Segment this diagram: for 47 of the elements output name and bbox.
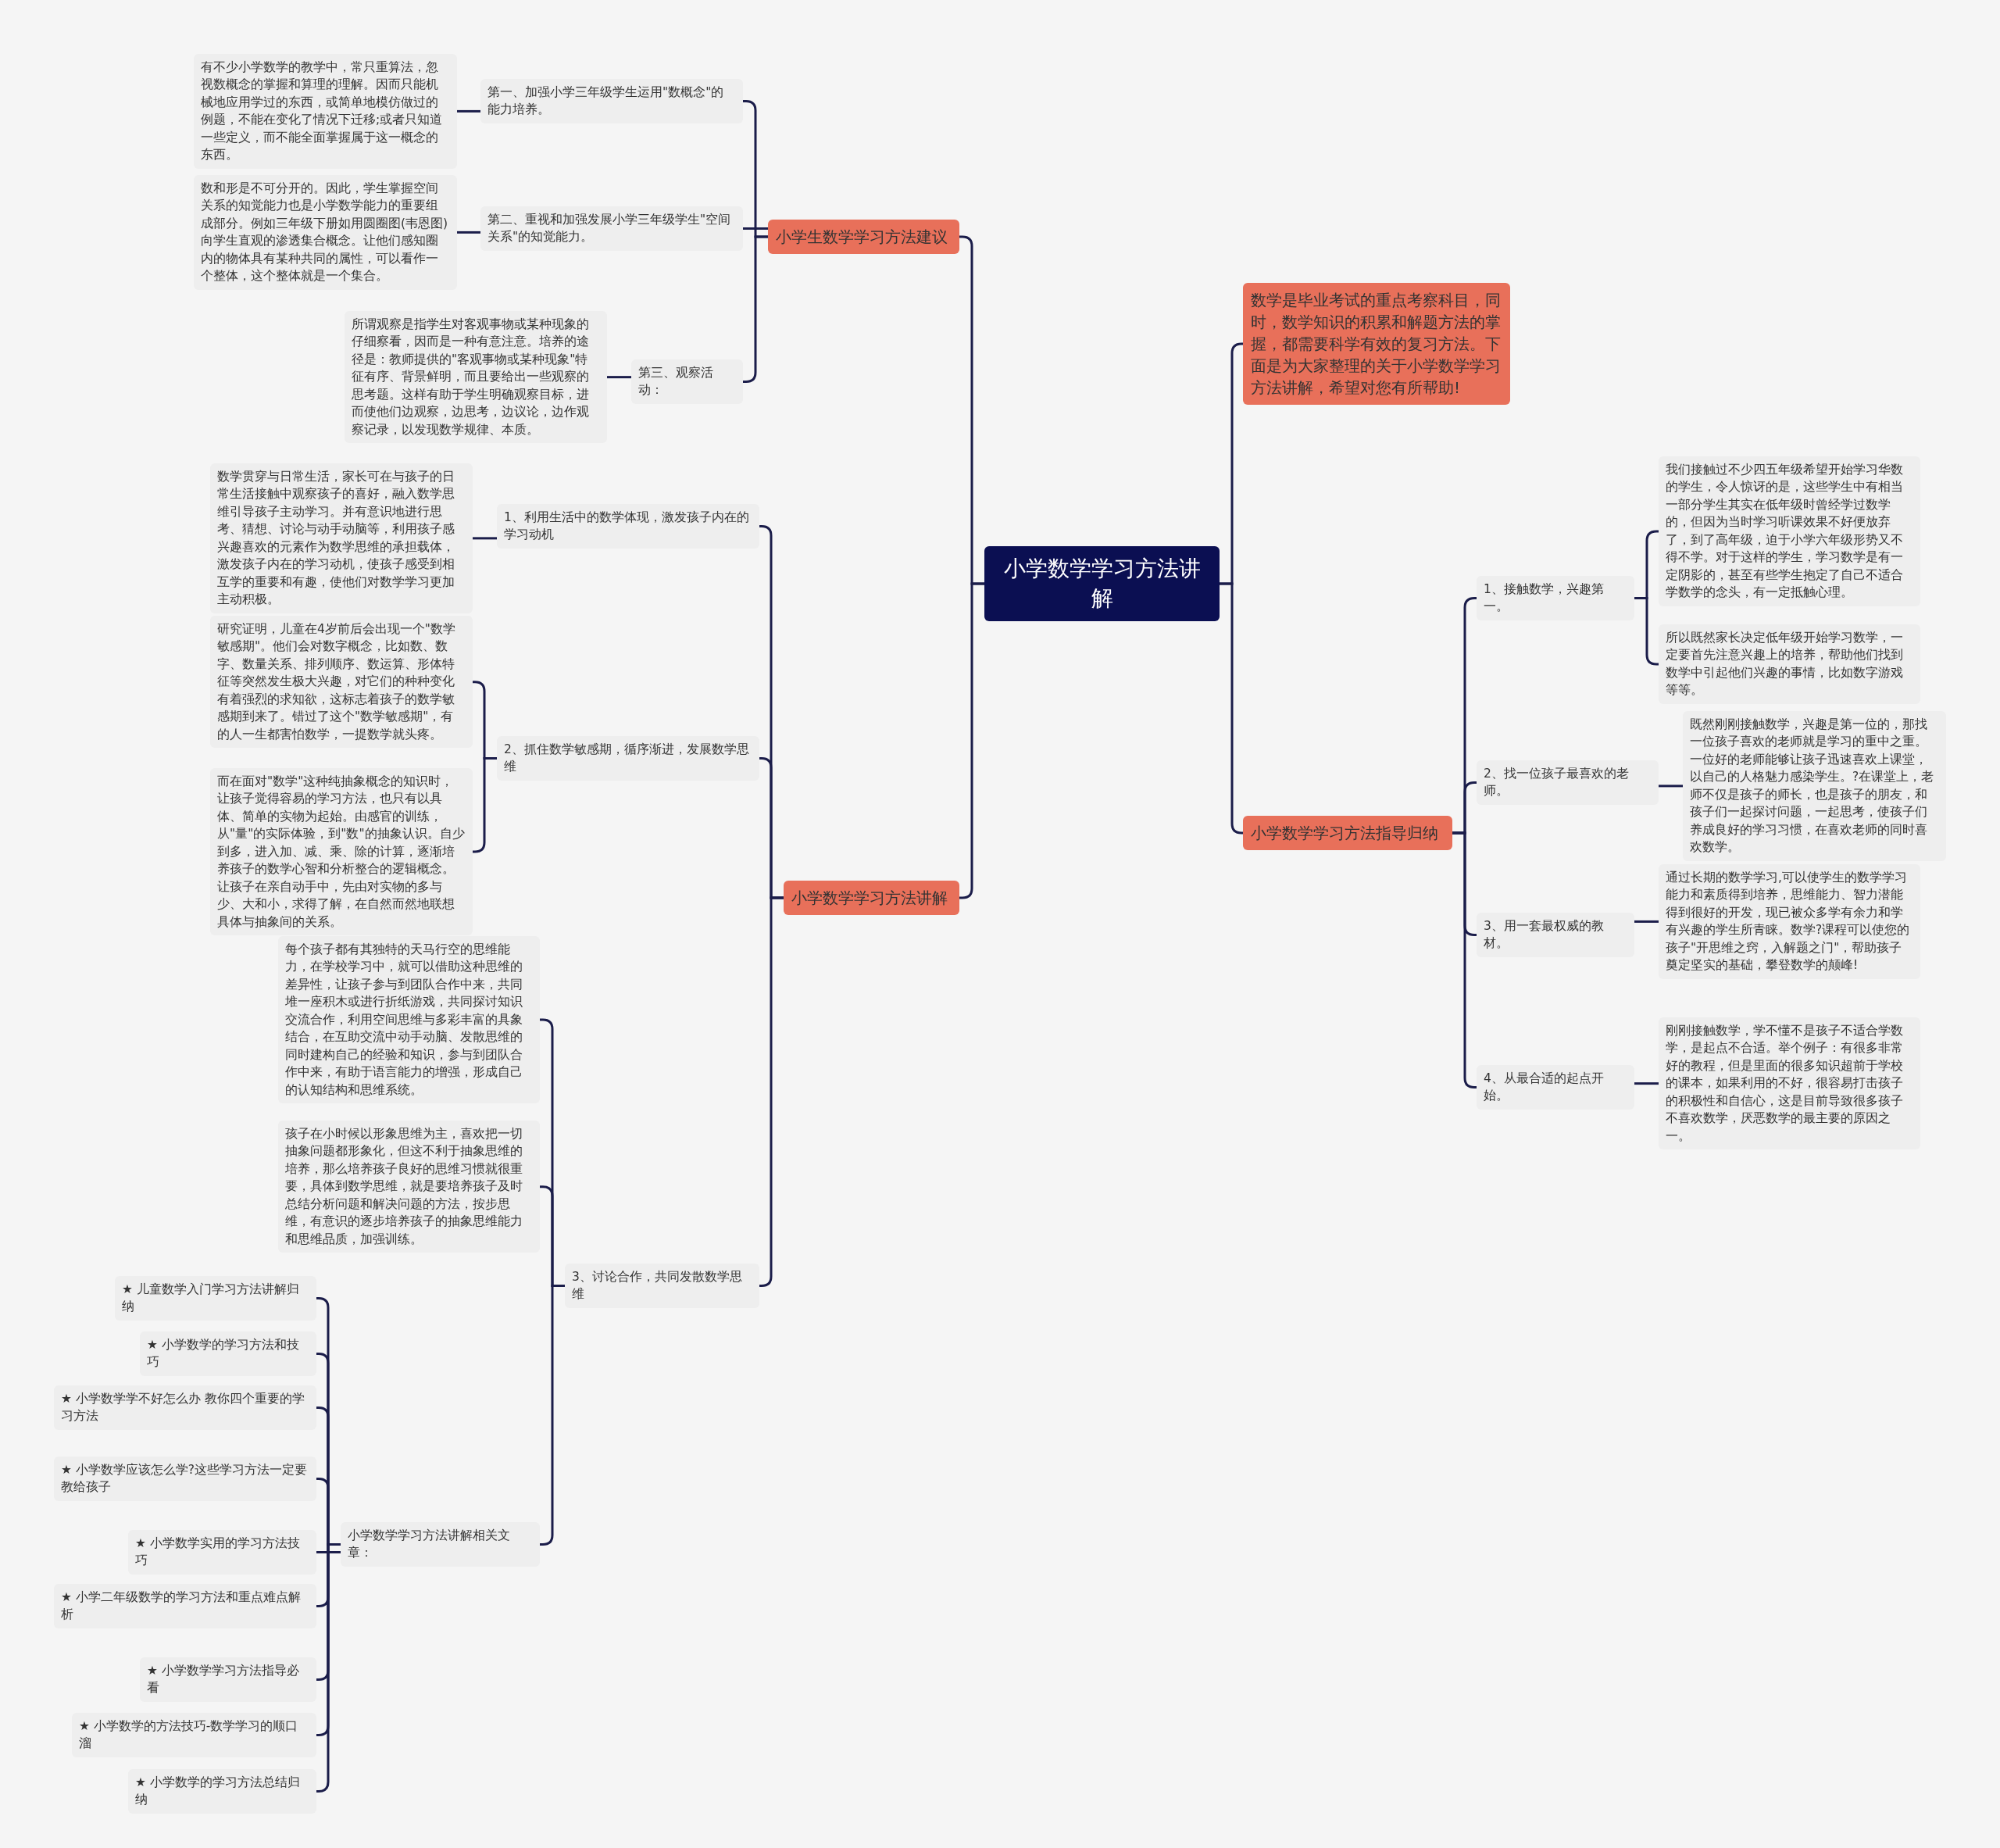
branch-topic: 小学数学学习方法讲解	[784, 881, 959, 915]
text-box: 研究证明，儿童在4岁前后会出现一个"数学敏感期"。他们会对数字概念，比如数、数字、数量关系、排列顺序、数运算、形体特征等突然发生极大兴趣，对它们的种种变化有着强烈的求知欲，这标志着孩子的数学敏感期到来了。错过了这个"数学敏感期"，有的人一生都害怕数学，一提数学就头疼。	[210, 616, 473, 749]
text-box: 通过长期的数学学习,可以使学生的数学学习能力和素质得到培养，思维能力、智力潜能得到很好的开发，现已被众多学有余力和学有兴趣的学生所青睐。数学?课程可以使您的孩子"开思维之窍，入解题之门"，帮助孩子奠定坚实的基础，攀登数学的颠峰!	[1659, 864, 1920, 979]
text-box: 2、找一位孩子最喜欢的老师。	[1477, 760, 1659, 805]
text-box: 3、用一套最权威的教材。	[1477, 913, 1634, 957]
text-box: ★ 小学数学实用的学习方法技巧	[128, 1530, 316, 1575]
text-box: 有不少小学数学的教学中，常只重算法，忽视数概念的掌握和算理的理解。因而只能机械地应用学过的东西，或简单地模仿做过的例题，不能在变化了情况下迁移;或者只知道一些定义，而不能全面掌握属于这一概念的东西。	[194, 54, 457, 169]
text-box: ★ 小学二年级数学的学习方法和重点难点解析	[54, 1584, 316, 1628]
text-box: ★ 小学数学的方法技巧-数学学习的顺口溜	[72, 1713, 316, 1757]
text-box: 而在面对"数学"这种纯抽象概念的知识时，让孩子觉得容易的学习方法，也只有以具体、简单的实物为起始。由感官的训练，从"量"的实际体验，到"数"的抽象认识。自少到多，进入加、减、乘、除的计算，逐渐培养孩子的数学心智和分析整合的逻辑概念。让孩子在亲自动手中，先由对实物的多与少、大和小，求得了解，在自然而然地联想具体与抽象间的关系。	[210, 768, 473, 936]
central-topic: 小学数学学习方法讲解	[984, 546, 1220, 621]
connector-line	[1659, 785, 1683, 788]
text-box: 孩子在小时候以形象思维为主，喜欢把一切抽象问题都形象化，但这不利于抽象思维的培养，那么培养孩子良好的思维习惯就很重要，具体到数学思维，就是要培养孩子及时总结分析问题和解决问题的方法，按步思维，有意识的逐步培养孩子的抽象思维能力和思维品质，加强训练。	[278, 1121, 540, 1253]
text-box: 数学贯穿与日常生活，家长可在与孩子的日常生活接触中观察孩子的喜好，融入数学思维引导孩子主动学习。并有意识地进行思考、猜想、讨论与动手动脑等，利用孩子感兴趣喜欢的元素作为数学思维的承担载体，激发孩子内在的学习动机，使孩子感受到相互学的重要和有趣，使他们对数学学习更加主动积极。	[210, 463, 473, 613]
text-box: ★ 小学数学的学习方法总结归纳	[128, 1769, 316, 1814]
text-box: 刚刚接触数学，学不懂不是孩子不适合学数学，是起点不合适。举个例子：有很多非常好的教程，但是里面的很多知识超前于学校的课本，如果利用的不好，很容易打击孩子的积极性和自信心，这是目前导致很多孩子不喜欢数学，厌恶数学的最主要的原因之一。	[1659, 1017, 1920, 1150]
text-box: 第三、观察活动：	[631, 359, 743, 404]
connector-line	[457, 231, 480, 234]
text-box: 小学数学学习方法讲解相关文章：	[341, 1522, 540, 1567]
text-box: 每个孩子都有其独特的天马行空的思维能力，在学校学习中，就可以借助这种思维的差异性，让孩子参与到团队合作中来，共同堆一座积木或进行折纸游戏，共同探讨知识交流合作，利用空间思维与多彩丰富的具象结合，在互助交流中动手动脑、发散思维的同时建构自己的经验和知识，参与到团队合作中来，有助于语言能力的增强，形成自己的认知结构和思维系统。	[278, 936, 540, 1104]
text-box: 既然刚刚接触数学，兴趣是第一位的，那找一位孩子喜欢的老师就是学习的重中之重。一位好的老师能够让孩子迅速喜欢上课堂，以自己的人格魅力感染学生。?在课堂上，老师不仅是孩子的师长，也是孩子的朋友，和孩子们一起探讨问题，一起思考，使孩子们养成良好的学习习惯，在喜欢老师的同时喜欢数学。	[1683, 711, 1946, 861]
text-box: ★ 小学数学的学习方法和技巧	[140, 1331, 316, 1376]
text-box: 2、抓住数学敏感期，循序渐进，发展数学思维	[497, 736, 759, 781]
connector-line	[743, 227, 768, 230]
text-box: ★ 小学数学学不好怎么办 教你四个重要的学习方法	[54, 1385, 316, 1430]
branch-topic: 小学生数学学习方法建议	[768, 220, 959, 254]
text-box: 所谓观察是指学生对客观事物或某种现象的仔细察看，因而是一种有意注意。培养的途径是：教师提供的"客观事物或某种现象"特征有序、背景鲜明，而且要给出一些观察的思考题。这样有助于学生明确观察目标，进而使他们边观察，边思考，边议论，边作观察记录，以发现数学规律、本质。	[345, 311, 607, 444]
text-box: ★ 儿童数学入门学习方法讲解归纳	[115, 1276, 316, 1321]
text-box: 3、讨论合作，共同发散数学思维	[565, 1264, 759, 1308]
text-box: 1、利用生活中的数学体现，激发孩子内在的学习动机	[497, 504, 759, 549]
text-box: 1、接触数学，兴趣第一。	[1477, 576, 1634, 620]
text-box: 4、从最合适的起点开始。	[1477, 1065, 1634, 1110]
text-box: 我们接触过不少四五年级希望开始学习华数的学生，令人惊讶的是，这些学生中有相当一部分学生其实在低年级时曾经学过数学的，但因为当时学习听课效果不好便放弃了，到了高年级，迫于小学六年级形势又不得不学。对于这样的学生，学习数学是有一定阴影的，甚至有些学生抱定了自己不适合学数学的念头，有一定抵触心理。	[1659, 456, 1920, 606]
branch-topic: 小学数学学习方法指导归纳	[1243, 816, 1452, 850]
text-box: 第二、重视和加强发展小学三年级学生"空间关系"的知觉能力。	[480, 206, 743, 251]
text-box: ★ 小学数学学习方法指导必看	[140, 1657, 316, 1702]
text-box: ★ 小学数学应该怎么学?这些学习方法一定要教给孩子	[54, 1457, 316, 1501]
connector-line	[457, 109, 480, 113]
connector-line	[316, 1550, 341, 1553]
connector-line	[473, 537, 497, 540]
text-box: 所以既然家长决定低年级开始学习数学，一定要首先注意兴趣上的培养，帮助他们找到数学中引起他们兴趣的事情，比如数字游戏等等。	[1659, 624, 1920, 704]
branch-topic: 数学是毕业考试的重点考察科目，同时，数学知识的积累和解题方法的掌握，都需要科学有效的复习方法。下面是为大家整理的关于小学数学学习方法讲解，希望对您有所帮助!	[1243, 283, 1510, 405]
connector-line	[607, 376, 631, 379]
text-box: 第一、加强小学三年级学生运用"数概念"的能力培养。	[480, 79, 743, 123]
connector-line	[1634, 920, 1659, 923]
text-box: 数和形是不可分开的。因此，学生掌握空间关系的知觉能力也是小学数学能力的重要组成部分。例如三年级下册如用圆圈图(韦恩图)向学生直观的渗透集合概念。让他们感知圈内的物体具有某种共同的属性，可以看作一个整体，这个整体就是一个集合。	[194, 175, 457, 290]
connector-line	[1634, 1082, 1659, 1085]
